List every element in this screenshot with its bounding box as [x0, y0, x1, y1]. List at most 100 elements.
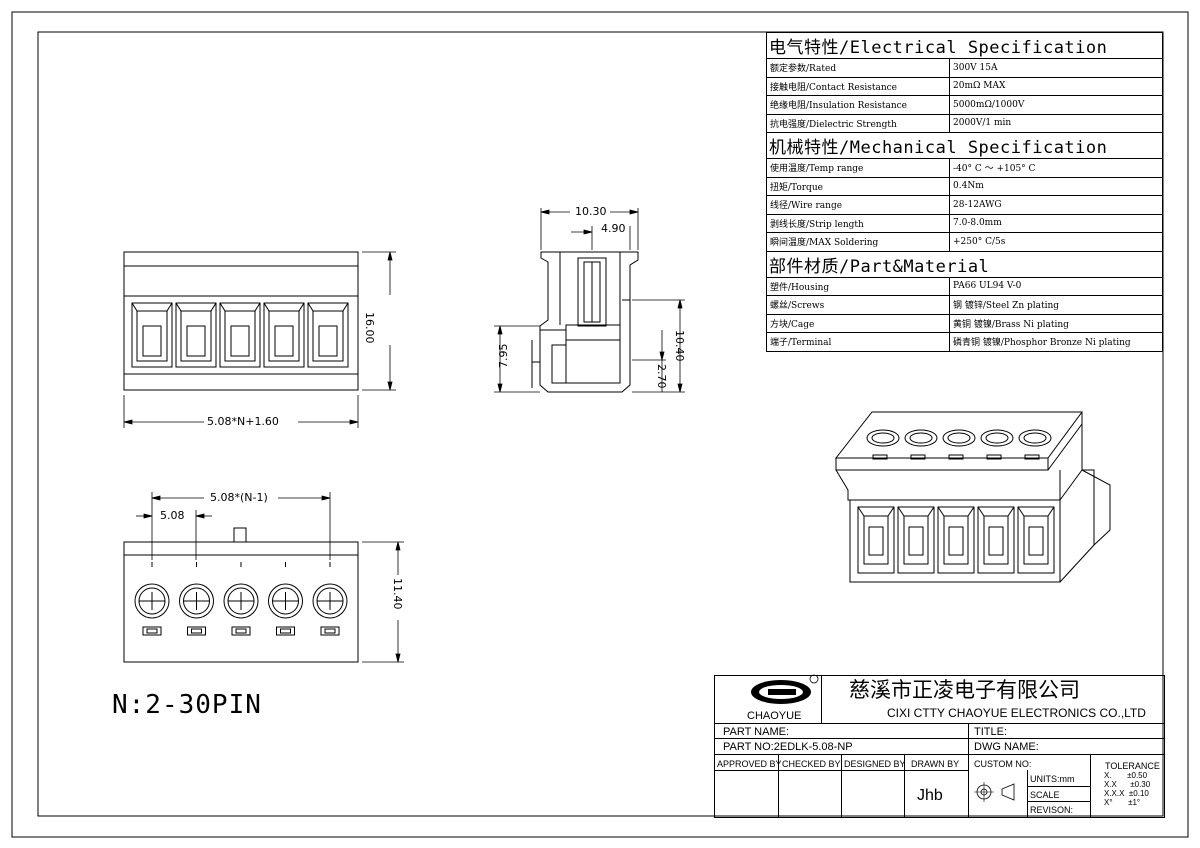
spec-key: 瞬间温度/MAX Soldering: [766, 232, 950, 252]
electrical-spec-title: 电气特性/Electrical Specification: [766, 32, 1163, 59]
spec-value: 磷青铜 镀镍/Phosphor Bronze Ni plating: [949, 332, 1163, 352]
iso-screw-hole: [980, 429, 1014, 460]
checked-by: CHECKED BY: [782, 759, 841, 769]
spec-value: 20mΩ MAX: [949, 76, 1163, 96]
spec-value: 300V 15A: [949, 58, 1163, 78]
company-name-cn: 慈溪市正凌电子有限公司: [849, 678, 1080, 702]
iso-screw-hole: [904, 429, 938, 460]
spec-key: 线径/Wire range: [766, 195, 950, 215]
spec-value: 2000V/1 min: [949, 113, 1163, 133]
dim-side-left: 7.95: [497, 343, 510, 369]
part-name-label: PART NAME:: [723, 726, 790, 738]
material-spec-title: 部件材质/Part&Material: [766, 250, 1163, 278]
spec-value: 0.4Nm: [949, 176, 1163, 196]
mechanical-spec-title: 机械特性/Mechanical Specification: [766, 132, 1163, 159]
spec-key: 扭矩/Torque: [766, 176, 950, 196]
spec-key: 螺丝/Screws: [766, 295, 950, 315]
front-wire-entry: [219, 302, 261, 368]
front-wire-entry: [131, 302, 173, 368]
front-view: [123, 251, 359, 391]
screw-head: [312, 562, 348, 636]
tolerance-3: X.X.X ±0.10: [1104, 789, 1149, 798]
spec-key: 剥线长度/Strip length: [766, 213, 950, 233]
dwg-name-label: DWG NAME:: [974, 741, 1039, 753]
iso-screw-hole: [942, 429, 976, 460]
dim-side-width: 10.30: [575, 205, 607, 218]
dim-top-height: 11.40: [391, 578, 404, 610]
custom-no-label: CUSTOM NO:: [974, 759, 1032, 769]
dim-front-height: 16.00: [363, 312, 376, 344]
front-wire-entry: [175, 302, 217, 368]
tolerance-2: X.X ±0.30: [1104, 780, 1151, 789]
top-view: [123, 527, 359, 663]
spec-key: 塑件/Housing: [766, 276, 950, 296]
side-view: [531, 251, 639, 393]
logo-text: CHAOYUE: [747, 710, 802, 722]
dim-side-small: 2.70: [655, 364, 668, 389]
dim-side-right: 10.40: [673, 330, 686, 362]
revision-label: REVISON:: [1030, 805, 1074, 815]
spec-key: 使用温度/Temp range: [766, 158, 950, 178]
spec-value: +250° C/5s: [949, 232, 1163, 252]
spec-key: 额定参数/Rated: [766, 58, 950, 78]
screw-head: [179, 562, 214, 636]
logo-mark: [751, 674, 819, 704]
screw-head: [268, 562, 303, 636]
spec-value: 黄铜 镀镍/Brass Ni plating: [949, 313, 1163, 333]
screw-head: [223, 562, 259, 636]
iso-screw-hole: [866, 429, 900, 460]
iso-wire-entry: [1017, 506, 1055, 574]
spec-row: 瞬间温度/MAX Soldering+250° C/5s: [766, 232, 1163, 252]
title-block: CHAOYUE 慈溪市正凌电子有限公司 CIXI CTTY CHAOYUE EL…: [714, 675, 1165, 818]
spec-key: 绝缘电阻/Insulation Resistance: [766, 95, 950, 115]
company-name-en: CIXI CTTY CHAOYUE ELECTRONICS CO.,LTD: [887, 706, 1146, 720]
iso-wire-entry: [977, 506, 1015, 574]
spec-value: 钢 镀锌/Steel Zn plating: [949, 295, 1163, 315]
spec-value: 5000mΩ/1000V: [949, 95, 1163, 115]
spec-value: 7.0-8.0mm: [949, 213, 1163, 233]
tolerance-4: X° ±1°: [1104, 798, 1141, 807]
title-label: TITLE:: [974, 726, 1008, 738]
iso-wire-entry: [937, 506, 975, 574]
spec-key: 接触电阻/Contact Resistance: [766, 76, 950, 96]
spec-value: 28-12AWG: [949, 195, 1163, 215]
isometric-view: [834, 411, 1111, 583]
top-dimensions: [136, 492, 404, 663]
dim-side-inner: 4.90: [601, 222, 626, 235]
spec-key: 端子/Terminal: [766, 332, 950, 352]
approved-by: APPROVED BY: [717, 759, 782, 769]
screw-head: [134, 562, 170, 636]
tolerance-1: X. ±0.50: [1104, 771, 1148, 780]
spec-value: PA66 UL94 V-0: [949, 276, 1163, 296]
iso-screw-hole: [1018, 429, 1052, 460]
spec-key: 方块/Cage: [766, 313, 950, 333]
units-label: UNITS:mm: [1030, 774, 1075, 784]
pin-range-label: N:2-30PIN: [112, 690, 262, 720]
outer-border: [11, 11, 1189, 838]
dim-top-span: 5.08*(N-1): [210, 491, 268, 504]
drawn-by: DRAWN BY: [911, 759, 960, 769]
scale-label: SCALE: [1030, 790, 1060, 800]
designed-by: DESIGNED BY: [844, 759, 906, 769]
projection-symbol-icon: [974, 782, 1015, 802]
front-wire-entry: [307, 302, 349, 368]
iso-wire-entry: [897, 506, 935, 574]
iso-wire-entry: [857, 506, 895, 574]
side-dimensions: [494, 208, 685, 393]
part-number: PART NO:2EDLK-5.08-NP: [723, 741, 853, 753]
drawn-by-value: Jhb: [917, 787, 943, 804]
inner-border: [37, 31, 1164, 817]
front-dimensions: [123, 251, 396, 428]
